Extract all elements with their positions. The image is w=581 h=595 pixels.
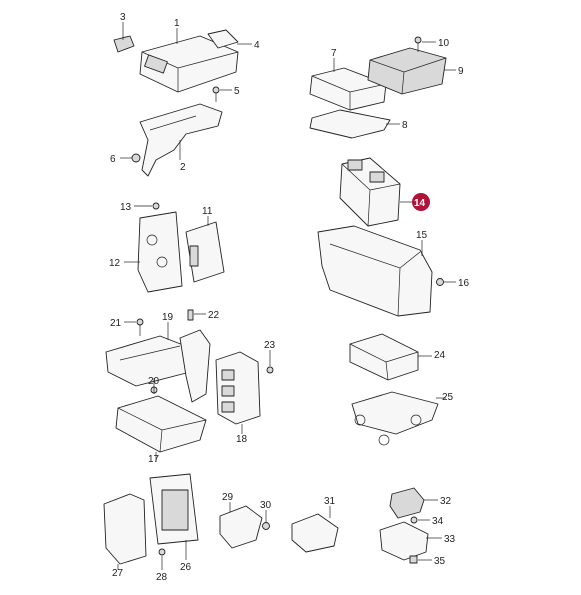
part-module-11 xyxy=(185,221,225,283)
part-module-14 xyxy=(339,157,401,227)
callout-11: 11 xyxy=(202,206,213,217)
callout-6: 6 xyxy=(110,154,116,165)
callout-15: 15 xyxy=(416,230,428,241)
part-connector-block-18 xyxy=(215,351,261,425)
callout-2: 2 xyxy=(180,162,186,173)
callout-21: 21 xyxy=(110,318,122,329)
part-cover-4 xyxy=(207,29,239,49)
part-nut-16 xyxy=(436,278,444,286)
part-plate-8 xyxy=(309,109,391,139)
callout-24: 24 xyxy=(434,350,446,361)
callout-27: 27 xyxy=(112,568,124,579)
part-control-unit-1 xyxy=(139,35,239,93)
part-screw-10 xyxy=(414,36,422,52)
part-connector-3 xyxy=(113,35,135,53)
highlight-badge xyxy=(412,193,430,211)
callout-labels: 3 1 4 5 6 2 7 10 9 8 13 11 12 15 16 21 1… xyxy=(109,12,470,583)
part-nut-6 xyxy=(131,153,141,163)
part-module-26 xyxy=(149,473,199,545)
part-bracket-25 xyxy=(351,391,439,446)
part-nut-35 xyxy=(409,555,418,564)
part-screw-13 xyxy=(152,202,160,210)
callout-33: 33 xyxy=(444,534,456,545)
part-module-24 xyxy=(349,333,419,381)
part-bracket-27 xyxy=(103,493,147,565)
callout-5: 5 xyxy=(234,86,240,97)
callout-9: 9 xyxy=(458,66,464,77)
callout-35: 35 xyxy=(434,556,446,567)
callout-13: 13 xyxy=(120,202,132,213)
callout-18: 18 xyxy=(236,434,248,445)
part-screw-21 xyxy=(136,318,144,336)
part-screw-5 xyxy=(212,86,220,102)
callout-16: 16 xyxy=(458,278,470,289)
callout-28: 28 xyxy=(156,572,168,583)
callout-4: 4 xyxy=(254,40,260,51)
part-module-29 xyxy=(219,505,263,549)
callout-20: 20 xyxy=(148,376,160,387)
callout-17: 17 xyxy=(148,454,160,465)
part-bracket-33 xyxy=(379,521,429,561)
callout-31: 31 xyxy=(324,496,336,507)
part-unit-9 xyxy=(367,47,447,95)
part-nut-30 xyxy=(262,522,270,530)
callout-34: 34 xyxy=(432,516,444,527)
part-screw-34 xyxy=(410,516,418,524)
part-plate-19 xyxy=(105,335,197,387)
part-unit-7 xyxy=(309,67,387,111)
callout-22: 22 xyxy=(208,310,220,321)
callout-19: 19 xyxy=(162,312,174,323)
callout-14-highlight[interactable]: 14 xyxy=(412,193,430,211)
callout-12: 12 xyxy=(109,258,121,269)
part-relay-32 xyxy=(389,487,425,519)
part-bracket-12 xyxy=(137,211,183,293)
part-clip-22 xyxy=(187,309,194,321)
callout-25: 25 xyxy=(442,392,454,403)
callout-10: 10 xyxy=(438,38,450,49)
callout-1: 1 xyxy=(174,18,180,29)
callout-14: 14 xyxy=(414,198,426,209)
leader-lines xyxy=(117,22,456,570)
callout-23: 23 xyxy=(264,340,276,351)
callout-7: 7 xyxy=(331,48,337,59)
part-bracket-2 xyxy=(139,103,223,177)
part-module-31 xyxy=(291,513,339,553)
part-bracket-body xyxy=(179,329,211,403)
callout-8: 8 xyxy=(402,120,408,131)
callout-30: 30 xyxy=(260,500,272,511)
part-screw-23 xyxy=(266,366,274,374)
callout-3: 3 xyxy=(120,12,126,23)
part-module-17 xyxy=(115,395,207,453)
part-tray-15 xyxy=(317,225,433,317)
part-screw-28 xyxy=(158,548,166,556)
callout-32: 32 xyxy=(440,496,452,507)
callout-29: 29 xyxy=(222,492,234,503)
callout-26: 26 xyxy=(180,562,192,573)
